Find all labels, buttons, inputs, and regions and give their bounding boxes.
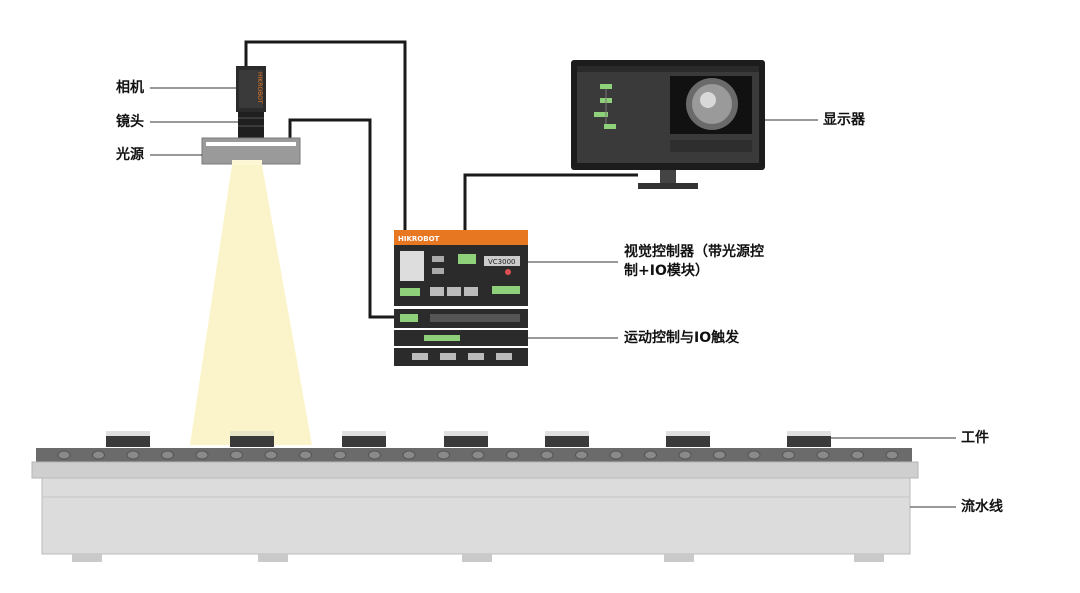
conveyor-roller xyxy=(437,450,450,460)
monitor-cable xyxy=(463,173,638,232)
motion-control-icon xyxy=(394,309,528,366)
lens-icon xyxy=(238,112,264,138)
conveyor-roller xyxy=(368,450,381,460)
conveyor-roller xyxy=(575,450,588,460)
camera-cable xyxy=(244,40,407,232)
vision-controller-icon: HIKROBOT VC3000 xyxy=(394,230,528,306)
conveyor-roller xyxy=(609,450,623,460)
conveyor-roller xyxy=(161,450,174,460)
conveyor-roller xyxy=(126,450,140,460)
controller-brand-text: HIKROBOT xyxy=(398,235,440,243)
conveyor-roller xyxy=(333,450,347,460)
light-source-label: 光源 xyxy=(116,147,144,163)
conveyor-roller xyxy=(782,450,795,460)
lens-label: 镜头 xyxy=(116,114,144,130)
vision-controller-label: 视觉控制器（带光源控制+IO模块） xyxy=(624,244,764,279)
controller-model-text: VC3000 xyxy=(488,258,516,266)
conveyor-roller xyxy=(644,450,657,460)
conveyor-roller xyxy=(92,450,105,460)
leader-lines xyxy=(150,87,956,508)
camera-label: 相机 xyxy=(116,80,144,96)
camera-brand-text: HIKROBOT xyxy=(256,72,263,104)
conveyor-rollers xyxy=(57,450,899,460)
workpiece-icon xyxy=(342,431,386,447)
conveyor-label: 流水线 xyxy=(961,499,1003,515)
conveyor-roller xyxy=(678,450,692,460)
workpiece-icon xyxy=(230,431,274,447)
workpiece-icon xyxy=(787,431,831,447)
conveyor-roller xyxy=(713,450,726,460)
conveyor-roller xyxy=(816,450,830,460)
cables xyxy=(244,40,638,319)
conveyor-roller xyxy=(851,450,864,460)
workpiece-icon xyxy=(444,431,488,447)
workpiece-icon xyxy=(106,431,150,447)
conveyor-roller xyxy=(230,450,243,460)
monitor-icon xyxy=(571,60,765,189)
light-source-icon xyxy=(201,137,301,165)
conveyor-roller xyxy=(195,450,209,460)
light-beam xyxy=(190,165,312,445)
conveyor-roller xyxy=(471,450,485,460)
conveyor-roller xyxy=(540,450,554,460)
monitor-label: 显示器 xyxy=(823,112,865,128)
workpiece-icon xyxy=(666,431,710,447)
light-cable xyxy=(288,118,396,319)
conveyor-icon xyxy=(31,448,919,562)
workpieces xyxy=(106,431,831,447)
motion-control-label: 运动控制与IO触发 xyxy=(624,330,740,346)
camera-icon: HIKROBOT xyxy=(236,66,266,112)
conveyor-roller xyxy=(299,450,312,460)
conveyor-roller xyxy=(747,450,761,460)
conveyor-roller xyxy=(57,450,71,460)
conveyor-roller xyxy=(506,450,519,460)
workpiece-label: 工件 xyxy=(961,430,989,446)
workpiece-icon xyxy=(545,431,589,447)
conveyor-roller xyxy=(885,450,899,460)
conveyor-roller xyxy=(264,450,278,460)
conveyor-roller xyxy=(402,450,416,460)
